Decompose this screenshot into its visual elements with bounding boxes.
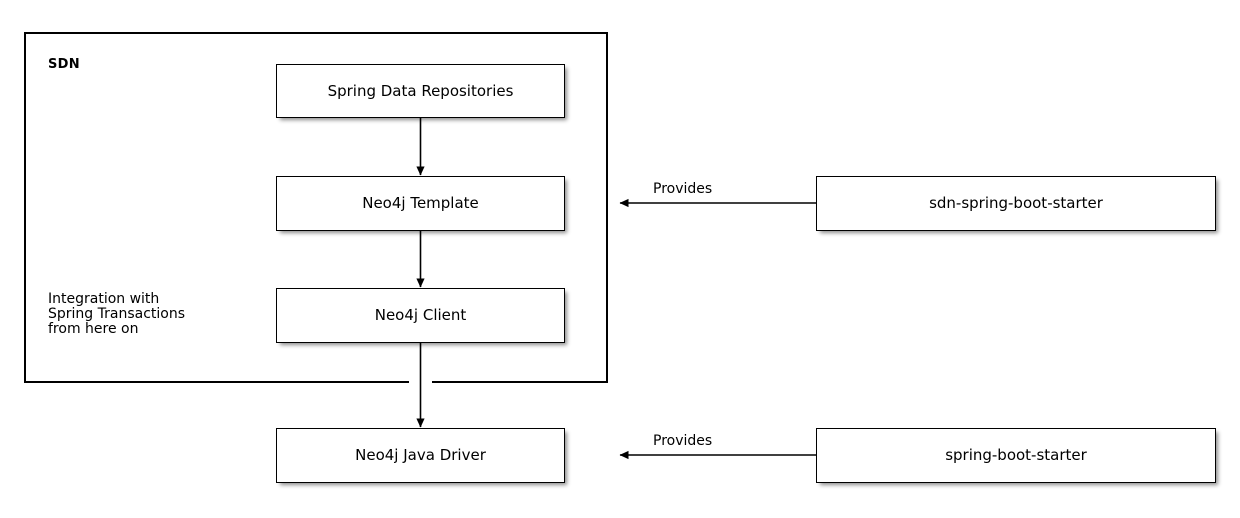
node-label-spring-data-repositories: Spring Data Repositories <box>327 81 514 100</box>
node-label-neo4j-template: Neo4j Template <box>362 194 479 212</box>
node-sdn-spring-boot-starter[interactable]: sdn-spring-boot-starter <box>816 176 1216 231</box>
group-border-gap <box>409 380 432 385</box>
node-label-neo4j-client: Neo4j Client <box>374 306 467 324</box>
node-neo4j-template[interactable]: Neo4j Template <box>276 176 565 231</box>
sdn-group-container <box>24 32 608 383</box>
node-neo4j-client[interactable]: Neo4j Client <box>276 288 565 343</box>
sdn-group-label: SDN <box>48 57 80 72</box>
node-spring-data-repositories[interactable]: Spring Data Repositories <box>276 64 565 118</box>
node-neo4j-java-driver[interactable]: Neo4j Java Driver <box>276 428 565 483</box>
node-spring-boot-starter[interactable]: spring-boot-starter <box>816 428 1216 483</box>
edge-label-starter-provides-driver: Provides <box>653 433 713 449</box>
edge-label-sdn-starter-provides-template: Provides <box>653 181 713 197</box>
node-label-neo4j-java-driver: Neo4j Java Driver <box>355 446 486 464</box>
integration-note: Integration with Spring Transactions fro… <box>48 291 186 337</box>
node-label-spring-boot-starter: spring-boot-starter <box>945 446 1087 464</box>
node-label-sdn-spring-boot-starter: sdn-spring-boot-starter <box>929 194 1103 212</box>
